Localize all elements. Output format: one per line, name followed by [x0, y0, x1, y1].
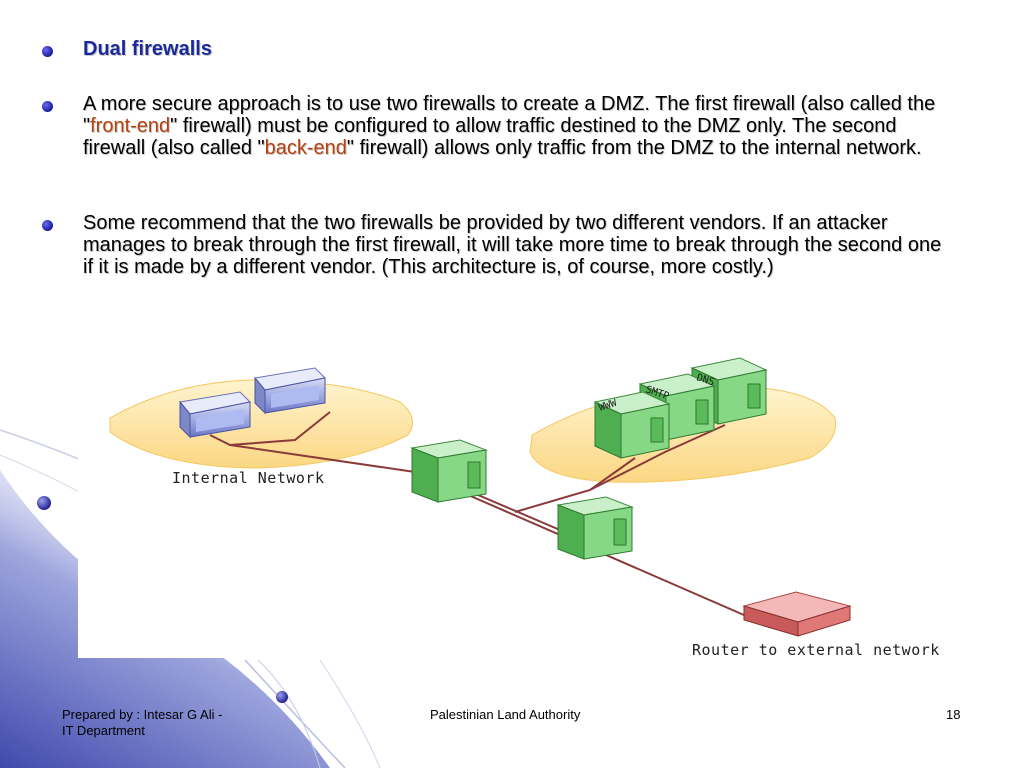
router-icon — [742, 591, 852, 637]
term-front-end: front-end — [90, 115, 171, 137]
router-label: Router to external network — [692, 641, 940, 659]
dns-label: DNS — [695, 372, 716, 388]
paragraph-dual-firewall: A more secure approach is to use two fir… — [83, 93, 936, 159]
www-server-icon — [593, 391, 671, 459]
front-end-firewall-icon — [410, 439, 488, 503]
back-end-firewall-icon — [556, 496, 634, 560]
workstation-icon — [254, 367, 327, 415]
footer-page-number: 18 — [946, 707, 961, 722]
network-diagram: DNS SMTP WWW Internal Network Router to … — [90, 340, 990, 670]
footer-author: Prepared by : Intesar G Ali - IT Departm… — [62, 707, 223, 738]
bullet-dot — [42, 44, 56, 58]
diagram-graphic: DNS SMTP WWW — [109, 357, 852, 637]
bullet-heading: Dual firewalls — [83, 38, 212, 60]
paragraph-vendors: Some recommend that the two firewalls be… — [83, 212, 942, 278]
term-back-end: back-end — [264, 137, 347, 159]
footer-organization: Palestinian Land Authority — [430, 707, 581, 722]
bullet-dot — [42, 218, 56, 232]
workstation-icon — [179, 391, 252, 439]
bullet-dot — [42, 99, 56, 113]
internal-network-label: Internal Network — [172, 469, 325, 487]
